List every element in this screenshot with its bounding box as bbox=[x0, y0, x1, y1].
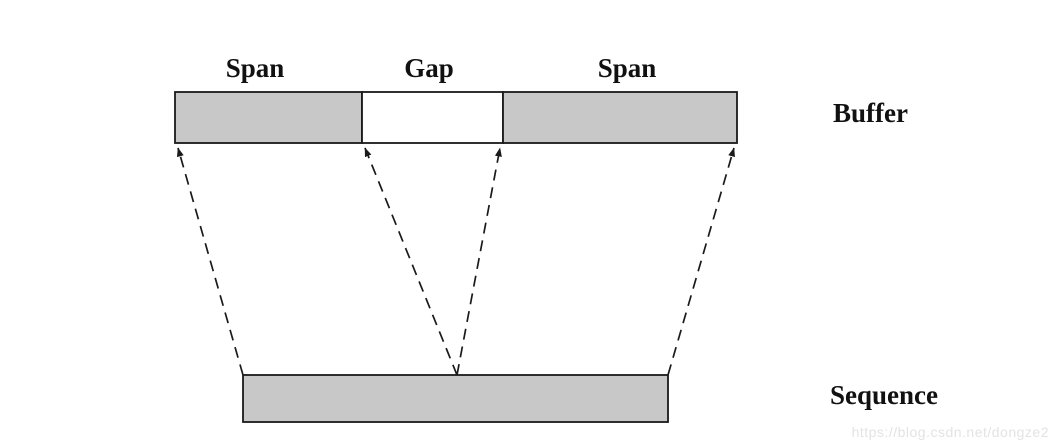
buffer-span-left-rect bbox=[174, 91, 363, 144]
arrow-sequence-to-gap-right bbox=[456, 147, 502, 376]
arrow-sequence-to-buffer-left bbox=[176, 147, 244, 376]
buffer-label: Buffer bbox=[833, 98, 908, 128]
gap-label: Gap bbox=[404, 53, 454, 83]
watermark-url: https://blog.csdn.net/dongze2 bbox=[851, 424, 1049, 440]
span-right-label: Span bbox=[597, 53, 657, 83]
arrow-sequence-to-gap-left bbox=[364, 147, 458, 376]
buffer-gap-rect bbox=[361, 91, 504, 144]
buffer-span-right-rect bbox=[502, 91, 738, 144]
span-left-label: Span bbox=[225, 53, 285, 83]
arrow-sequence-to-buffer-right bbox=[667, 147, 735, 376]
sequence-label: Sequence bbox=[830, 380, 938, 410]
sequence-rect bbox=[242, 374, 669, 423]
